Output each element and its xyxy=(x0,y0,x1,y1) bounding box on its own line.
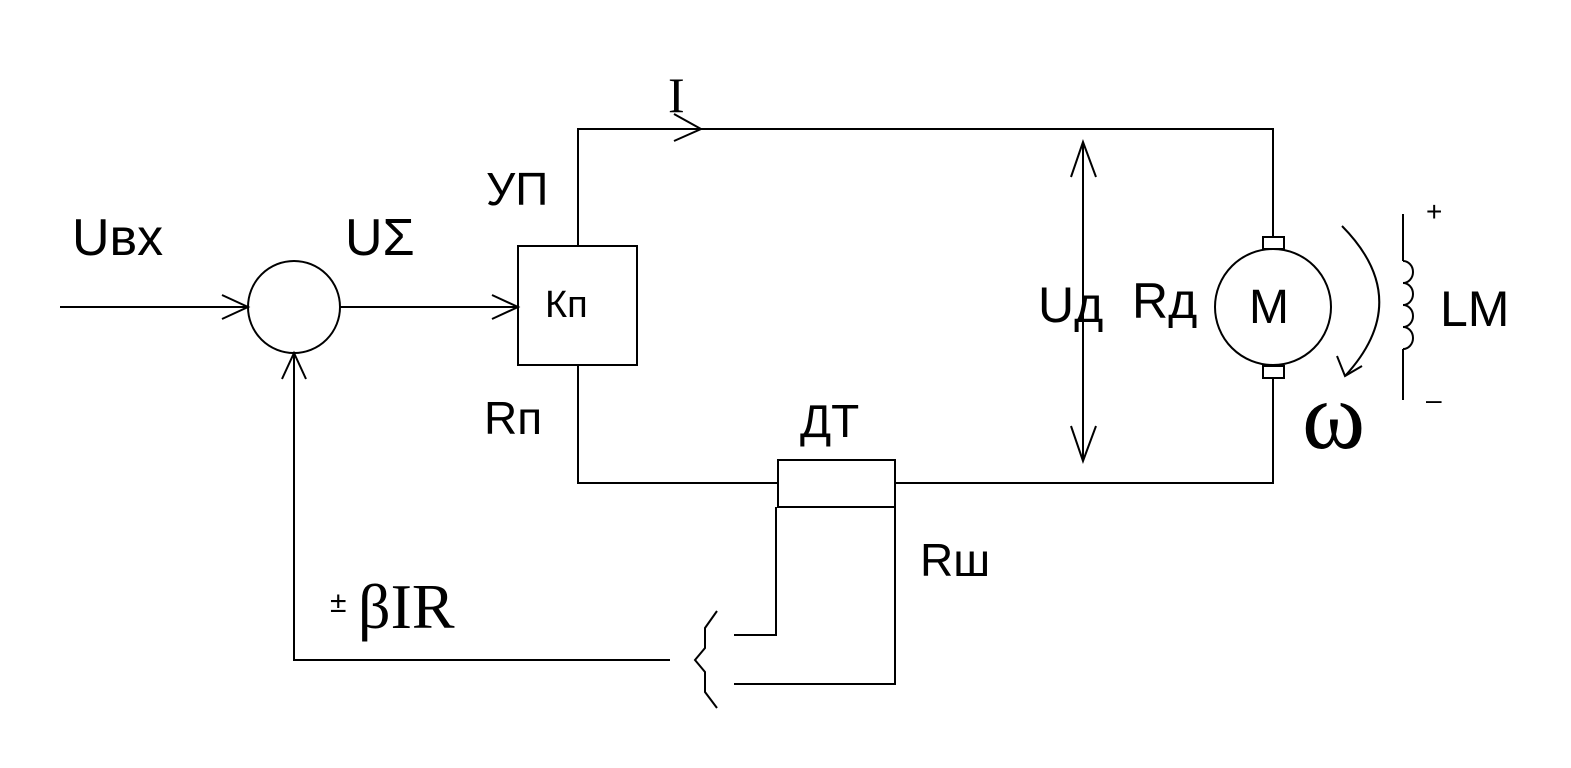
sum-voltage-label: UΣ xyxy=(345,209,415,267)
converter-label: УП xyxy=(486,163,549,215)
current-sensor-block xyxy=(777,459,896,508)
shunt-resistance-label: Rш xyxy=(920,534,991,586)
shunt-lead-inner xyxy=(734,507,777,636)
angular-speed-label: ω xyxy=(1302,362,1366,469)
field-plus-label: + xyxy=(1426,196,1443,227)
feedback-label: βIR xyxy=(358,571,455,642)
rotation-arrow-arc xyxy=(1341,225,1381,377)
feedback-brace xyxy=(693,610,718,709)
motor-brush-top xyxy=(1262,236,1285,250)
field-minus-label: – xyxy=(1426,384,1442,415)
motor-voltage-arrowhead-top xyxy=(1070,139,1097,178)
field-winding-label: LM xyxy=(1440,281,1510,337)
bottom-wire-right xyxy=(895,378,1274,484)
motor-voltage-label: Uд xyxy=(1038,277,1104,333)
feedback-line xyxy=(293,353,670,661)
motor-brush-bottom xyxy=(1262,365,1285,379)
feedback-arrowhead xyxy=(281,350,307,380)
shunt-lead-outer xyxy=(734,507,896,685)
converter-resistance-label: Rп xyxy=(484,392,543,444)
field-winding-coil xyxy=(1402,260,1414,350)
motor-voltage-arrowhead-bottom xyxy=(1070,425,1097,464)
current-label: I xyxy=(668,67,685,123)
motor-resistance-label: Rд xyxy=(1132,273,1198,329)
input-voltage-label: Uвх xyxy=(72,209,164,267)
motor-label: M xyxy=(1249,281,1289,334)
summing-junction xyxy=(247,260,341,354)
current-arrowhead xyxy=(673,113,704,142)
bottom-wire-left xyxy=(577,365,778,484)
feedback-sign-label: ± xyxy=(330,586,347,619)
converter-gain-label: Кп xyxy=(545,284,588,326)
rotation-arrowhead xyxy=(1336,355,1363,378)
current-sensor-label: ДТ xyxy=(800,395,860,447)
top-wire xyxy=(577,128,1274,246)
